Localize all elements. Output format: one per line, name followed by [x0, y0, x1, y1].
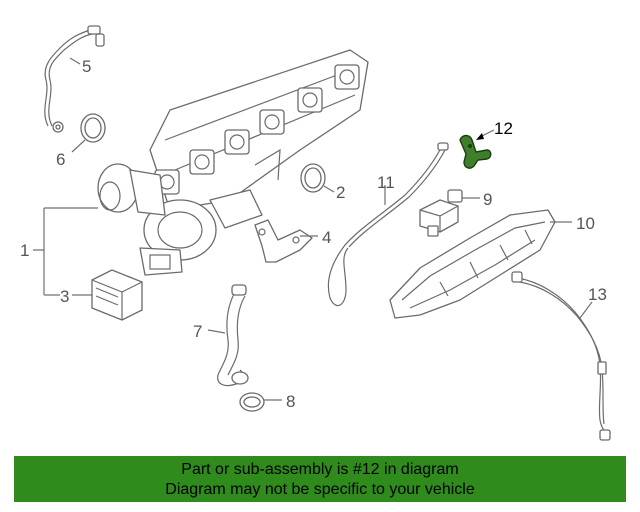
callout-2[interactable]: 2: [336, 183, 345, 202]
callout-1[interactable]: 1: [20, 241, 29, 260]
banner-line-2: Diagram may not be specific to your vehi…: [165, 481, 475, 498]
leader-2: [323, 185, 335, 193]
part-9-valve[interactable]: [419, 189, 463, 237]
part-2-gasket[interactable]: [300, 163, 326, 193]
banner-line-1: Part or sub-assembly is #12 in diagram: [181, 461, 459, 478]
part-4-bracket[interactable]: [254, 219, 313, 263]
part-8-gasket[interactable]: [239, 392, 265, 412]
leader-1: [33, 207, 98, 296]
leader-5: [69, 57, 81, 65]
callout-5[interactable]: 5: [82, 57, 91, 76]
part-5-line[interactable]: [44, 25, 105, 133]
callout-8[interactable]: 8: [286, 392, 295, 411]
callout-11[interactable]: 11: [377, 173, 395, 192]
callout-13[interactable]: 13: [588, 285, 607, 304]
part-10-heat-shield[interactable]: [389, 209, 556, 319]
callout-12[interactable]: 12: [494, 119, 513, 138]
parts-diagram: 5 6 1: [20, 25, 611, 441]
callout-3[interactable]: 3: [60, 287, 69, 306]
part-11-tube[interactable]: [327, 142, 449, 307]
callout-4[interactable]: 4: [322, 228, 331, 247]
part-3-module[interactable]: [91, 269, 143, 321]
callout-10[interactable]: 10: [576, 214, 595, 233]
leader-13: [579, 301, 593, 319]
info-banner: Part or sub-assembly is #12 in diagram D…: [14, 456, 626, 502]
callout-6[interactable]: 6: [56, 150, 65, 169]
callout-9[interactable]: 9: [483, 190, 492, 209]
part-1-turbo-manifold[interactable]: [97, 49, 369, 276]
part-12-fitting[interactable]: [459, 134, 492, 169]
leader-6: [71, 139, 86, 153]
part-13-line[interactable]: [511, 271, 611, 441]
part-7-hose[interactable]: [217, 284, 249, 387]
leader-12-arrow: [476, 133, 484, 140]
part-6-gasket[interactable]: [80, 113, 106, 143]
leader-7: [207, 329, 226, 334]
callout-7[interactable]: 7: [193, 322, 202, 341]
